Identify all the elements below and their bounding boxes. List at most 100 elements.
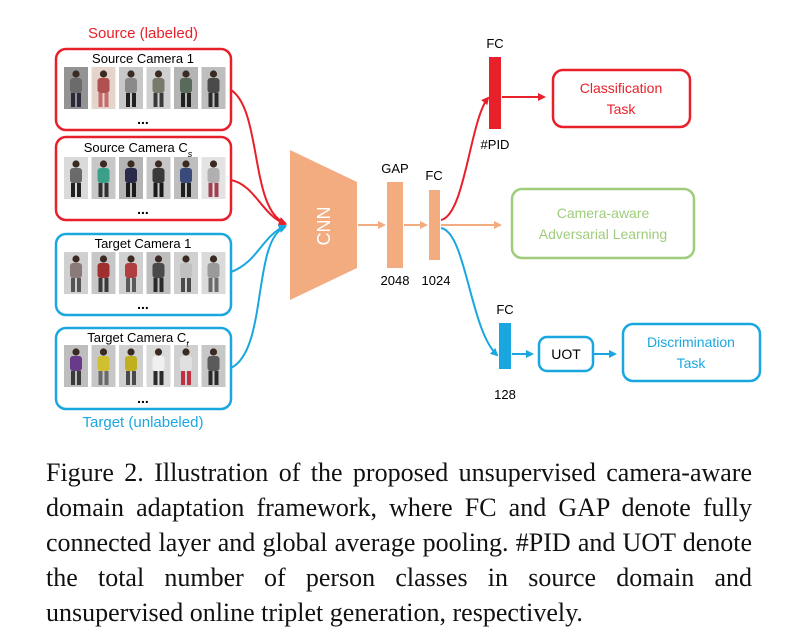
thumbnail-part [187,371,191,385]
thumbnail-part [214,278,219,292]
thumbnail-part [208,371,213,385]
classification-task-box: Classification Task [551,68,692,129]
thumbnail-part [153,183,158,197]
discrimination-line-1: Discrimination [647,334,735,350]
target-group-label: Target (unlabeled) [83,414,204,431]
thumbnail-part [152,168,165,183]
camera-label: Source Camera Cs [84,140,193,159]
thumbnail-part [126,183,130,197]
thumbnail-part [209,160,218,168]
thumbnail-part [127,348,135,356]
thumbnail-part [207,168,220,183]
thumbnail-part [104,183,109,197]
thumbnail-part [159,371,164,385]
thumbnail-part [152,263,165,278]
thumbnail-part [159,278,164,292]
thumbnail-part [72,160,80,168]
ellipsis: ... [137,201,149,217]
thumbnail-part [99,255,108,263]
thumbnail-part [180,168,192,183]
thumbnail-part [209,348,218,356]
thumbnail-part [181,278,185,292]
cnn-block [290,150,357,300]
thumbnail-part [77,183,81,197]
thumbnail-part [154,160,163,168]
thumbnail-part [126,93,130,107]
thumbnail-part [132,371,136,385]
thumbnail-part [152,78,165,93]
fc-dim: 1024 [422,273,451,288]
thumbnail-part [126,278,130,292]
fc-top-label: FC [486,36,503,51]
thumbnail-part [71,371,75,385]
thumbnail-part [154,70,163,78]
thumbnail-part [77,371,81,385]
cnn-label: CNN [314,207,334,246]
uot-box: UOT [537,335,595,373]
thumbnail-part [154,255,163,263]
camera-label: Source Camera 1 [92,51,194,66]
pedestrian-thumbnails [64,345,226,387]
discrimination-line-2: Task [677,355,707,371]
arrow-fc-to-embedding [440,227,499,357]
fc-128-layer [499,323,511,369]
thumbnail-part [72,255,80,263]
thumbnail-part [182,160,190,168]
thumbnail-part [159,93,164,107]
fc-top-dim: #PID [481,137,510,152]
arrow-fc-to-classifier [440,96,490,221]
caption-label: Figure 2. [46,458,144,487]
caption-text: Illustration of the proposed unsupervise… [46,458,752,627]
thumbnail-part [104,278,109,292]
thumbnail-part [72,348,80,356]
thumbnail-part [125,263,137,278]
camera-box-target-ct: Target Camera Ct ... [54,326,233,411]
thumbnail-part [182,348,190,356]
thumbnail-part [98,93,103,107]
thumbnail-part [208,93,213,107]
arrow-target-ct-to-cnn [230,225,287,369]
pedestrian-thumbnails [64,252,226,294]
thumbnail-part [127,160,135,168]
thumbnail-part [132,93,136,107]
pedestrian-thumbnails [64,157,226,199]
fc-1024-layer [429,190,440,260]
thumbnail-part [180,78,192,93]
thumbnail-part [77,278,81,292]
thumbnail-part [154,348,163,356]
camera-box-source-cs: Source Camera Cs ... [54,135,233,222]
thumbnail-part [98,278,103,292]
thumbnail-part [181,183,185,197]
thumbnail-part [153,93,158,107]
thumbnail-part [132,183,136,197]
thumbnail-part [187,183,191,197]
thumbnail-part [180,356,192,371]
fc-bottom-dim: 128 [494,387,516,402]
thumbnail-part [70,356,82,371]
discrimination-task-box: Discrimination Task [621,322,762,383]
thumbnail-part [125,356,137,371]
thumbnail-part [126,371,130,385]
fc-label: FC [425,168,442,183]
gap-label: GAP [381,161,408,176]
thumbnail-part [99,160,108,168]
ellipsis: ... [137,390,149,406]
thumbnail-part [181,371,185,385]
uot-label: UOT [551,346,581,362]
thumbnail-part [104,371,109,385]
thumbnail-part [99,348,108,356]
gap-dim: 2048 [381,273,410,288]
thumbnail-part [104,93,109,107]
thumbnail-part [127,255,135,263]
adversarial-line-1: Camera-aware [557,205,650,221]
arrow-source-cs-to-cnn [230,179,287,226]
thumbnail-part [209,255,218,263]
thumbnail-part [187,93,191,107]
fc-bottom-label: FC [496,302,513,317]
thumbnail-part [152,356,165,371]
fc-pid-layer [489,57,501,129]
thumbnail-part [180,263,192,278]
thumbnail-part [207,263,220,278]
thumbnail-part [208,278,213,292]
thumbnail-part [125,78,137,93]
